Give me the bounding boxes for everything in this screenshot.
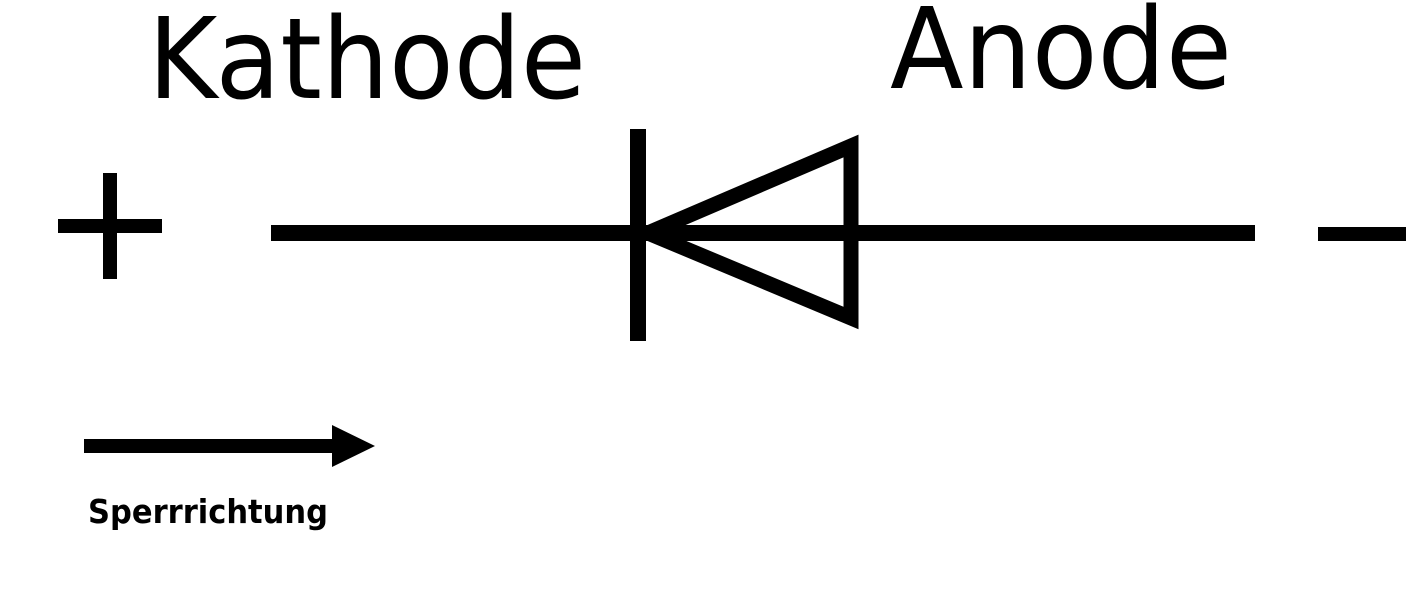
plus-sign — [58, 173, 162, 279]
direction-arrow — [84, 425, 375, 467]
minus-sign — [1318, 227, 1406, 241]
anode-label: Anode — [890, 0, 1232, 115]
cathode-label: Kathode — [148, 0, 586, 125]
diode-triangle — [628, 134, 859, 330]
direction-label: Sperrrichtung — [88, 492, 328, 531]
